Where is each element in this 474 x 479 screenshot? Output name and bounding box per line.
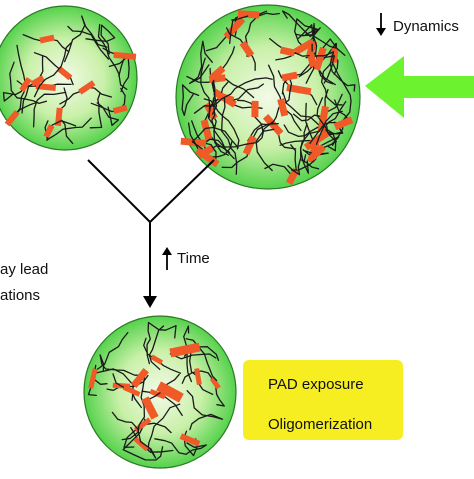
structured-segment: [238, 14, 259, 15]
pad-exposure-label: PAD exposure: [268, 377, 364, 392]
structured-segment: [204, 120, 209, 140]
merge-line-left: [88, 160, 150, 222]
oligomer-cluster: [170, 347, 199, 353]
time-arrow-head: [143, 296, 157, 308]
time-label: Time: [177, 251, 210, 266]
down-arrow-icon: [376, 13, 386, 36]
dynamics-label: Dynamics: [393, 19, 459, 34]
oligomerization-label: Oligomerization: [268, 417, 372, 432]
structured-segment: [58, 108, 60, 126]
up-arrow-icon: [162, 247, 172, 270]
structured-segment: [114, 55, 136, 57]
structured-segment: [310, 52, 313, 67]
side-text-line2: ations: [0, 288, 40, 303]
structured-segment: [114, 108, 127, 112]
double-headed-arrow-icon: [365, 56, 474, 118]
droplet-right: [176, 5, 360, 189]
structured-segment: [209, 78, 225, 80]
structured-segment: [281, 99, 285, 116]
structured-segment: [40, 38, 54, 41]
structured-segment: [282, 75, 297, 78]
merge-line-right: [150, 160, 214, 222]
structured-segment: [281, 50, 295, 53]
structured-segment: [197, 369, 200, 385]
side-text-line1: ay lead: [0, 262, 48, 277]
